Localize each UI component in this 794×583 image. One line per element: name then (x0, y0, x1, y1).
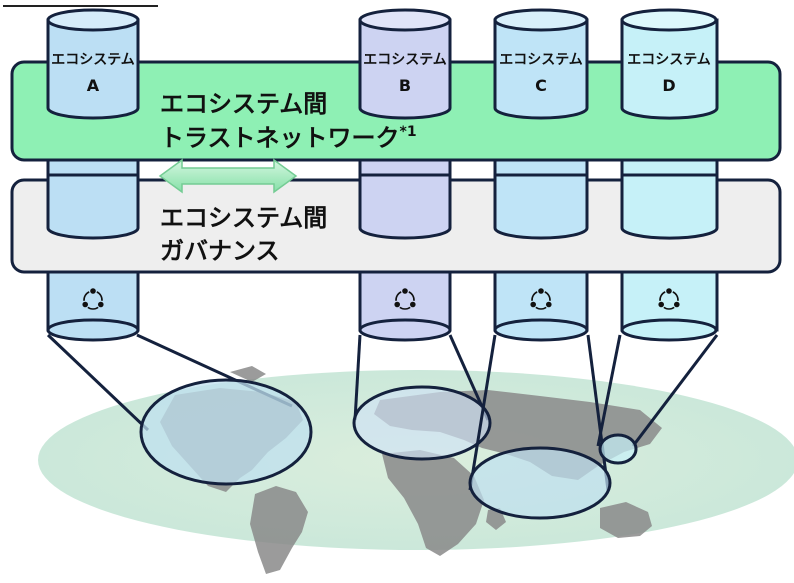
cylinder-segments-governance (46, 173, 719, 240)
double-arrow-icon (158, 158, 298, 194)
cycle-icon-B (394, 288, 416, 310)
ecosystem-B-letter: B (399, 76, 411, 95)
ecosystem-D-letter: D (662, 76, 675, 95)
projection-A (46, 333, 313, 486)
trust-network-footnote: *1 (400, 124, 417, 140)
cycle-icon-C (530, 288, 552, 310)
governance-title-line2: ガバナンス (160, 237, 280, 265)
governance-title-line1: エコシステム間 (160, 204, 327, 232)
projection-B (352, 334, 492, 461)
cycle-icon-A (82, 288, 104, 310)
ecosystem-A-letter: A (87, 76, 100, 95)
ecosystem-C-name: エコシステム (499, 52, 583, 68)
trust-network-title-line2: トラストネットワーク*1 (160, 124, 417, 152)
cylinder-caps (46, 8, 718, 32)
trust-network-title-line1: エコシステム間 (160, 90, 327, 118)
ecosystem-C-letter: C (535, 76, 547, 95)
cylinder-segments-trust (46, 18, 719, 120)
cycle-icon-D (658, 288, 680, 310)
projection-C (468, 334, 612, 520)
ecosystem-D-name: エコシステム (627, 52, 711, 68)
ecosystem-A-name: エコシステム (51, 52, 135, 68)
cycle-icons (82, 288, 680, 310)
ecosystem-B-name: エコシステム (363, 52, 447, 68)
projection-D (596, 334, 719, 465)
